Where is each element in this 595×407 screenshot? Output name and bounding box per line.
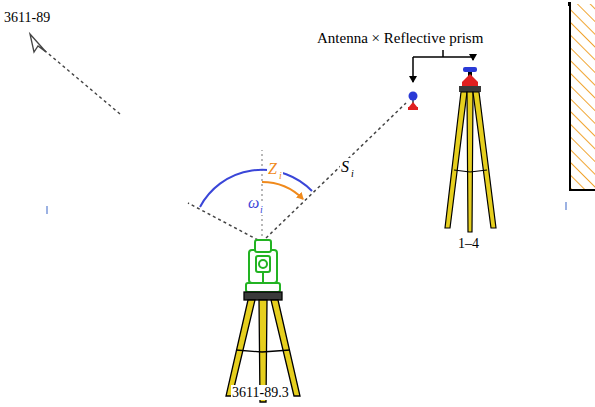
zenith-symbol: Z <box>267 160 278 178</box>
sight-line <box>44 50 120 114</box>
tripod <box>226 292 300 402</box>
wall-top <box>568 2 571 6</box>
subscript: i <box>350 168 355 179</box>
bracket <box>413 50 473 82</box>
tick-mark <box>565 202 566 210</box>
total-station <box>246 240 280 292</box>
tick-mark <box>46 206 47 214</box>
prism <box>408 92 418 111</box>
subscript: i <box>259 204 264 215</box>
subscript: i <box>278 170 283 181</box>
sight-line <box>266 103 406 238</box>
vertical-reference <box>261 150 262 236</box>
station-label: 3611-89 <box>3 10 51 25</box>
prism-caption: Antenna × Reflective prism <box>316 30 484 47</box>
prism-tripod <box>445 67 496 232</box>
distance-symbol: S <box>340 158 350 176</box>
target-symbol <box>30 34 46 52</box>
wall-hatch <box>570 4 595 190</box>
wall-edge <box>570 4 595 190</box>
zenith-arc <box>262 182 303 199</box>
point-label: 1–4 <box>457 236 480 251</box>
station-label: 3611-89.3 <box>231 385 290 400</box>
